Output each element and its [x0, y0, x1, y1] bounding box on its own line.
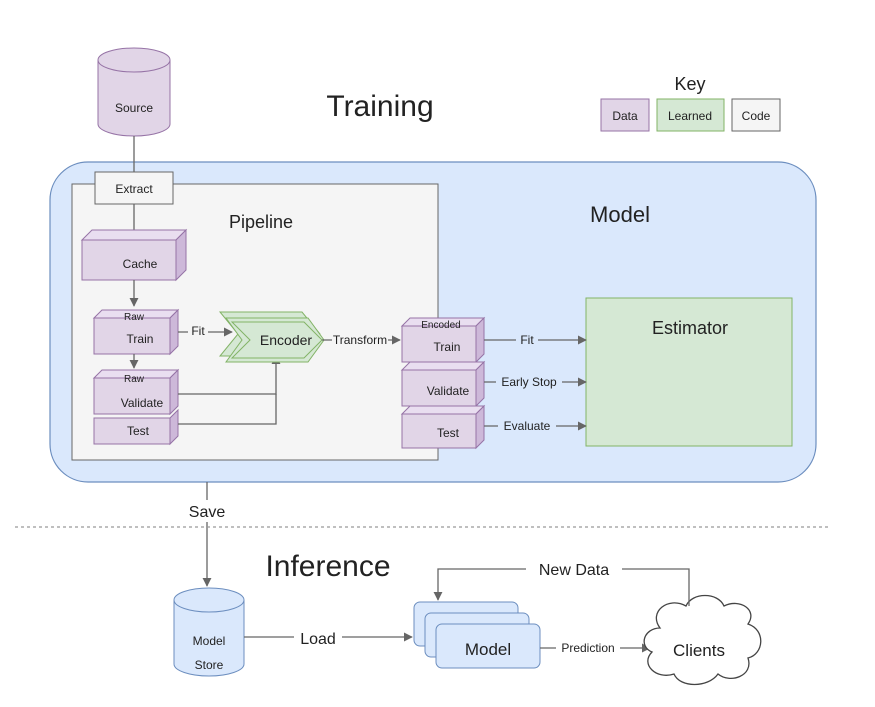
extract-label: Extract	[115, 182, 153, 196]
fit-edge-label-bg	[188, 324, 208, 338]
encoder-node: Encoder	[218, 311, 325, 363]
clients-cloud: Clients	[643, 594, 762, 686]
prediction-label: Prediction	[561, 641, 614, 655]
early-stop-label: Early Stop	[501, 375, 557, 389]
inference-model-stack: Model	[413, 601, 541, 669]
save-label-bg	[180, 500, 234, 522]
cache-label: Cache	[123, 257, 158, 271]
encoded-test-box: Test	[400, 404, 486, 450]
new-data-label: New Data	[539, 562, 609, 579]
legend-code-label: Code	[742, 109, 771, 123]
extract-box	[94, 171, 174, 205]
evaluate-label-bg	[498, 419, 556, 433]
legend: Key Data Learned Code	[600, 74, 781, 132]
raw-train-box: Raw Train	[92, 308, 180, 356]
training-title: Training	[326, 90, 433, 123]
transform-edge-label-bg	[332, 333, 388, 347]
encoded-validate-box: Validate	[400, 360, 486, 408]
encoded-train-box: Encoded Train	[400, 316, 486, 364]
early-stop-label-bg	[496, 375, 562, 389]
model-store-database: Model Store	[173, 587, 245, 677]
fit-edge-label: Fit	[191, 324, 205, 338]
load-label: Load	[300, 631, 336, 648]
legend-learned-swatch	[656, 98, 725, 132]
encoded-test-label: Test	[437, 426, 460, 440]
encoded-tag: Encoded	[421, 320, 460, 331]
raw-validate-box: Raw Validate	[92, 368, 180, 416]
estimator-label: Estimator	[652, 318, 728, 338]
legend-data-swatch	[600, 98, 650, 132]
legend-learned-label: Learned	[668, 109, 712, 123]
encoder-label: Encoder	[260, 332, 312, 348]
raw-train-tag: Raw	[124, 312, 145, 323]
inference-model-label: Model	[465, 640, 511, 659]
model-store-label-line2: Store	[195, 658, 224, 672]
model-store-label-line1: Model	[193, 634, 226, 648]
estimator-box	[585, 297, 793, 447]
raw-test-to-encoder-edge	[178, 394, 277, 425]
clients-label: Clients	[673, 641, 725, 660]
encoded-train-label: Train	[434, 340, 461, 354]
raw-train-label: Train	[127, 332, 154, 346]
source-database: Source	[97, 47, 171, 137]
raw-test-label: Test	[127, 424, 150, 438]
model-region-title: Model	[590, 202, 650, 227]
legend-title: Key	[674, 74, 705, 94]
cache-box: Cache	[80, 228, 188, 282]
pipeline-title: Pipeline	[229, 212, 293, 232]
legend-data-label: Data	[612, 109, 638, 123]
evaluate-label: Evaluate	[504, 419, 551, 433]
raw-validate-tag: Raw	[124, 374, 145, 385]
fit-estimator-label-bg	[516, 333, 538, 347]
transform-edge-label: Transform	[333, 333, 387, 347]
raw-test-box: Test	[93, 408, 179, 446]
source-label: Source	[115, 101, 153, 115]
prediction-label-bg	[556, 641, 620, 655]
legend-code-swatch	[731, 98, 781, 132]
inference-title: Inference	[265, 550, 390, 583]
encoded-validate-label: Validate	[427, 384, 470, 398]
new-data-label-bg	[526, 560, 622, 580]
save-label: Save	[189, 504, 226, 521]
raw-validate-label: Validate	[121, 396, 164, 410]
load-label-bg	[294, 628, 342, 648]
fit-estimator-label: Fit	[520, 333, 534, 347]
